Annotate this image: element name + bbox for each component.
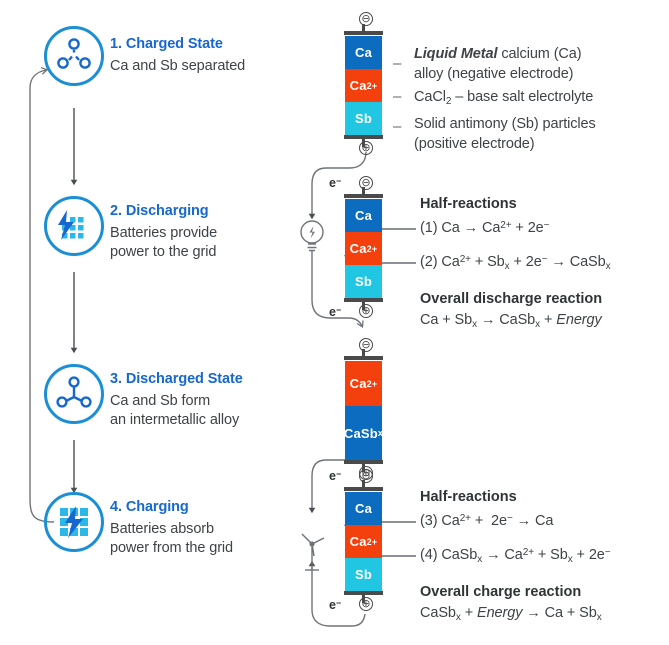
step-2-subtitle-line2: power to the grid bbox=[110, 244, 217, 260]
cell-4-electron-label-bottom: e− bbox=[329, 598, 342, 612]
step-4-subtitle-line1: Batteries absorb bbox=[110, 521, 214, 537]
discharge-overall-heading: Overall discharge reaction bbox=[420, 291, 603, 307]
legend-dash-2: – bbox=[393, 88, 402, 105]
step-1-subtitle: Ca and Sb separated bbox=[110, 58, 246, 74]
legend-1-italic: Liquid Metal bbox=[414, 46, 498, 62]
legend-item-2: CaCl2 – base salt electrolyte bbox=[414, 89, 594, 107]
cell-3-pos-terminal bbox=[344, 460, 383, 464]
step-1-title: 1. Charged State bbox=[110, 36, 223, 52]
discharge-halfreactions-heading: Half-reactions bbox=[420, 196, 517, 212]
cell-2-positive-pole: ⊕ bbox=[359, 304, 373, 318]
legend-1-rest: calcium (Ca) bbox=[497, 46, 582, 62]
cell-1-neg-stem bbox=[362, 24, 365, 32]
step-3-icon-circle bbox=[44, 364, 104, 424]
cell-4-electron-label-top: e− bbox=[329, 469, 342, 483]
cell-2-electron-label-bottom: e− bbox=[329, 305, 342, 319]
cell-3-neg-stem bbox=[362, 349, 365, 357]
battery-grid-bolt-icon bbox=[58, 210, 84, 240]
cell-2-band-ca: Ca bbox=[345, 199, 382, 232]
cell-3-neg-terminal bbox=[344, 356, 383, 360]
cell-2-electron-label-top: e− bbox=[329, 176, 342, 190]
cell-4-band-ca: Ca bbox=[345, 492, 382, 525]
step-4-subtitle-line2: power from the grid bbox=[110, 540, 234, 556]
legend-item-3: Solid antimony (Sb) particles (positive … bbox=[414, 115, 596, 154]
alloy-node-icon bbox=[56, 376, 92, 408]
step-4-title: 4. Charging bbox=[110, 499, 189, 515]
cell-4-pos-terminal bbox=[344, 591, 383, 595]
charge-halfreactions-heading: Half-reactions bbox=[420, 489, 517, 505]
step-2-icon-circle bbox=[44, 196, 104, 256]
cell-4-positive-pole: ⊕ bbox=[359, 597, 373, 611]
step-1-icon-circle bbox=[44, 26, 104, 86]
charge-overall-reaction: CaSbx + Energy → Ca + Sbx bbox=[420, 605, 602, 623]
wind-turbine-icon bbox=[301, 533, 325, 571]
lightbulb-icon bbox=[300, 220, 324, 252]
legend-3-line2: (positive electrode) bbox=[414, 135, 535, 152]
cell-2-neg-terminal bbox=[344, 194, 383, 198]
cell-2-band-sb: Sb bbox=[345, 265, 382, 298]
cell-1-neg-terminal bbox=[344, 31, 383, 35]
molecule-icon bbox=[57, 38, 91, 69]
step-2-subtitle-line1: Batteries provide bbox=[110, 225, 218, 241]
cell-1-band-sb: Sb bbox=[345, 102, 382, 135]
cell-2-negative-pole: ⊖ bbox=[359, 176, 373, 190]
cell-4-neg-stem bbox=[362, 480, 365, 488]
cell-4-band-sb: Sb bbox=[345, 558, 382, 591]
cell-2-pos-terminal bbox=[344, 298, 383, 302]
legend-1-line2: alloy (negative electrode) bbox=[414, 65, 574, 82]
cell-3-negative-pole: ⊖ bbox=[359, 338, 373, 352]
cell-1-positive-pole: ⊕ bbox=[359, 141, 373, 155]
charge-reaction-3: (3) Ca2+ + 2e− → Ca bbox=[420, 513, 554, 529]
step-3-subtitle-line2: an intermetallic alloy bbox=[110, 412, 240, 428]
step-2-title: 2. Discharging bbox=[110, 203, 209, 219]
step-3-subtitle-line1: Ca and Sb form bbox=[110, 393, 211, 409]
discharge-overall-reaction: Ca + Sbx → CaSbx + Energy bbox=[420, 312, 602, 330]
cell-2-neg-stem bbox=[362, 187, 365, 195]
cell-1-pos-terminal bbox=[344, 135, 383, 139]
cell-1-negative-pole: ⊖ bbox=[359, 12, 373, 26]
discharge-reaction-1: (1) Ca → Ca2+ + 2e− bbox=[420, 220, 550, 236]
legend-dash-3: – bbox=[393, 118, 402, 135]
legend-dash-1: – bbox=[393, 55, 402, 72]
charge-reaction-4: (4) CaSbx → Ca2+ + Sbx + 2e− bbox=[420, 547, 611, 565]
charge-overall-heading: Overall charge reaction bbox=[420, 584, 582, 600]
step-3-title: 3. Discharged State bbox=[110, 371, 243, 387]
grid-bolt-square-icon bbox=[60, 506, 88, 538]
discharge-reaction-2: (2) Ca2+ + Sbx + 2e− → CaSbx bbox=[420, 254, 611, 272]
cell-4-neg-terminal bbox=[344, 487, 383, 491]
step-4-icon-circle bbox=[44, 492, 104, 552]
cell-1-band-ca: Ca bbox=[345, 36, 382, 69]
legend-3-line1: Solid antimony (Sb) particles bbox=[414, 116, 596, 132]
legend-item-1: Liquid Metal calcium (Ca) alloy (negativ… bbox=[414, 45, 582, 84]
cell-4-negative-pole: ⊖ bbox=[359, 469, 373, 483]
